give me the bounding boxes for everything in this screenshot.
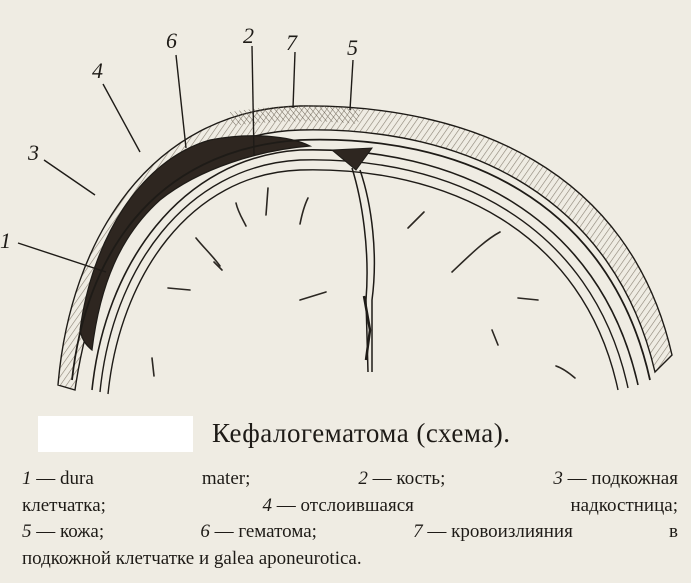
brain-sulci xyxy=(151,187,576,379)
legend-number: 2 xyxy=(358,468,368,489)
legend-text: mater; xyxy=(201,468,251,489)
legend-text: — отслоившаяся xyxy=(272,494,414,516)
legend-number: 7 xyxy=(413,521,423,542)
legend-text: надкостница; xyxy=(570,494,678,516)
falx-tip xyxy=(362,295,372,361)
legend-item: 5 — кожа; xyxy=(22,519,104,546)
legend-text: — гематома; xyxy=(209,521,317,542)
legend-text: — кость; xyxy=(367,468,446,489)
label-5: 5 xyxy=(347,35,358,60)
legend-item: 2 — кость; xyxy=(358,466,445,493)
leader-lines xyxy=(17,45,354,273)
legend-item: 7 — кровоизлияния xyxy=(413,519,573,546)
legend-number: 5 xyxy=(22,521,32,542)
legend-item: 6 — гематома; xyxy=(200,519,317,546)
legend-text: — dura xyxy=(31,468,94,489)
label-7: 7 xyxy=(286,30,298,55)
legend-text: подкожной клетчатке и galea aponeurotica… xyxy=(22,547,362,569)
legend-text: — кожа; xyxy=(31,521,105,542)
falx-cerebri xyxy=(351,167,376,373)
legend-text: клетчатка; xyxy=(22,494,106,516)
legend-line: 5 — кожа; 6 — гематома; 7 — кровоизлияния в xyxy=(22,519,678,546)
legend-item: клетчатка; xyxy=(22,493,106,520)
legend-number: 4 xyxy=(262,494,273,516)
label-6: 6 xyxy=(166,28,177,53)
legend-item: в xyxy=(669,519,678,546)
label-3: 3 xyxy=(27,140,39,165)
detached-periosteum-line xyxy=(71,138,651,381)
hematoma xyxy=(79,135,313,352)
subcutaneous-hemorrhage xyxy=(230,105,360,126)
bone-outer-line xyxy=(91,149,639,391)
legend-text: в xyxy=(668,521,678,542)
legend-item: mater; xyxy=(202,466,251,493)
legend-text: — подкожная xyxy=(562,468,678,489)
legend-item: подкожной клетчатке и galea aponeurotica… xyxy=(22,546,362,573)
legend-line: клетчатка; 4 — отслоившаяся надкостница; xyxy=(22,493,678,520)
legend-number: 6 xyxy=(200,521,210,542)
legend-item: 4 — отслоившаяся xyxy=(263,493,414,520)
legend-item: надкостница; xyxy=(571,493,678,520)
legend-line: подкожной клетчатке и galea aponeurotica… xyxy=(22,546,678,573)
legend-number: 1 xyxy=(22,468,32,489)
dura-mater-line xyxy=(107,169,619,395)
legend-number: 3 xyxy=(553,468,563,489)
cephalohematoma-diagram: 1 3 4 6 2 7 5 xyxy=(0,23,673,395)
label-1: 1 xyxy=(0,228,11,253)
legend-text: — кровоизлияния xyxy=(422,521,573,542)
label-2: 2 xyxy=(243,23,254,48)
caption-title: Кефалогематома (схема). xyxy=(212,418,511,448)
redaction-box xyxy=(38,416,193,452)
bone-inner-line xyxy=(99,159,629,393)
sagittal-sinus xyxy=(330,147,374,171)
legend-item: 3 — подкожная xyxy=(553,466,678,493)
legend-item: 1 — dura xyxy=(22,466,94,493)
legend-line: 1 — dura mater; 2 — кость; 3 — подкожная xyxy=(22,466,678,493)
label-4: 4 xyxy=(92,58,103,83)
